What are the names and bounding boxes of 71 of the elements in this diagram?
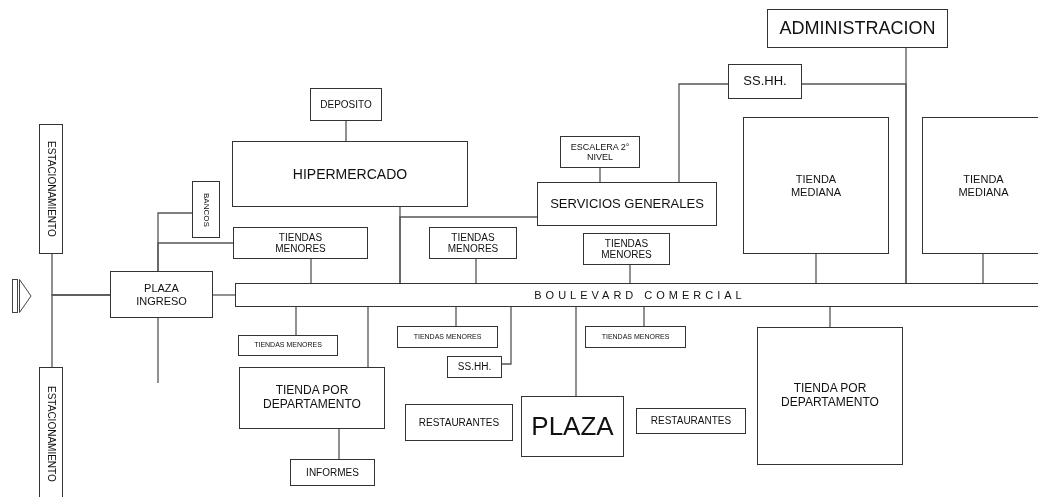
area-label: ESTACIONAMIENTO [45, 385, 57, 482]
connector-line [575, 306, 577, 397]
connector-line [310, 258, 312, 284]
area-label: ADMINISTRACION [779, 18, 936, 39]
connector-line [51, 294, 111, 368]
area-label: TIENDA POR DEPARTAMENTO [262, 384, 362, 412]
connector-line [157, 242, 234, 272]
connector-line [399, 216, 538, 284]
area-label: RESTAURANTES [418, 416, 500, 429]
area-box [583, 233, 670, 265]
area-label: TIENDAS MENORES [274, 231, 327, 255]
area-label: BOULEVARD COMERCIAL [534, 288, 746, 302]
area-label: SERVICIOS GENERALES [550, 196, 704, 212]
area-label: TIENDA MEDIANA [957, 172, 1010, 199]
area-box [310, 88, 382, 121]
area-box [239, 367, 385, 429]
area-label: TIENDAS MENORES [600, 237, 653, 261]
area-label: HIPERMERCADO [292, 165, 408, 183]
area-box [521, 396, 624, 457]
connector-line [501, 306, 512, 365]
area-label: TIENDAS MENORES [446, 231, 500, 255]
connector-line [815, 253, 817, 284]
connector-line [829, 306, 831, 328]
area-label: TIENDA MEDIANA [789, 172, 843, 199]
connector-line [338, 428, 340, 460]
connector-line [982, 253, 984, 284]
connector-line [157, 317, 159, 384]
area-box [233, 227, 368, 259]
area-box [39, 124, 63, 254]
area-label: DEPOSITO [320, 98, 372, 111]
area-box [232, 141, 468, 207]
area-box [429, 227, 517, 259]
area-label: RESTAURANTES [650, 415, 732, 427]
area-box [757, 327, 903, 465]
area-box [447, 356, 502, 378]
area-box [585, 326, 686, 348]
area-box [238, 335, 338, 356]
connector-line [801, 83, 907, 284]
area-box [560, 136, 640, 168]
area-box [636, 408, 746, 434]
area-box [767, 9, 948, 48]
connector-line [367, 306, 369, 368]
area-box [537, 182, 717, 226]
area-label: SS.HH. [743, 74, 787, 89]
area-label: INFORMES [306, 466, 359, 479]
area-box [922, 117, 1038, 254]
area-box [192, 181, 220, 238]
area-label: ESTACIONAMIENTO [45, 141, 57, 237]
connector-line [475, 258, 477, 284]
area-box [397, 326, 498, 348]
connector-line [643, 306, 645, 327]
area-box [39, 367, 63, 497]
connector-line [629, 264, 631, 284]
area-label: TIENDA POR DEPARTAMENTO [780, 382, 880, 410]
connector-line [212, 294, 236, 296]
area-box [110, 271, 213, 318]
connector-line [345, 120, 347, 142]
area-label: PLAZA INGRESO [135, 281, 188, 308]
boulevard-band [235, 283, 1038, 307]
area-box [743, 117, 889, 254]
area-label: SS.HH. [457, 361, 492, 373]
area-label: PLAZA [531, 411, 614, 442]
connector-line [678, 83, 729, 183]
connector-line [455, 306, 457, 327]
area-box [290, 459, 375, 486]
area-box [405, 404, 513, 441]
area-label: ESCALERA 2° NIVEL [570, 141, 630, 163]
connector-line [295, 306, 297, 336]
area-box [728, 64, 802, 99]
area-label: BANCOS [201, 192, 211, 227]
connector-line [599, 167, 601, 183]
